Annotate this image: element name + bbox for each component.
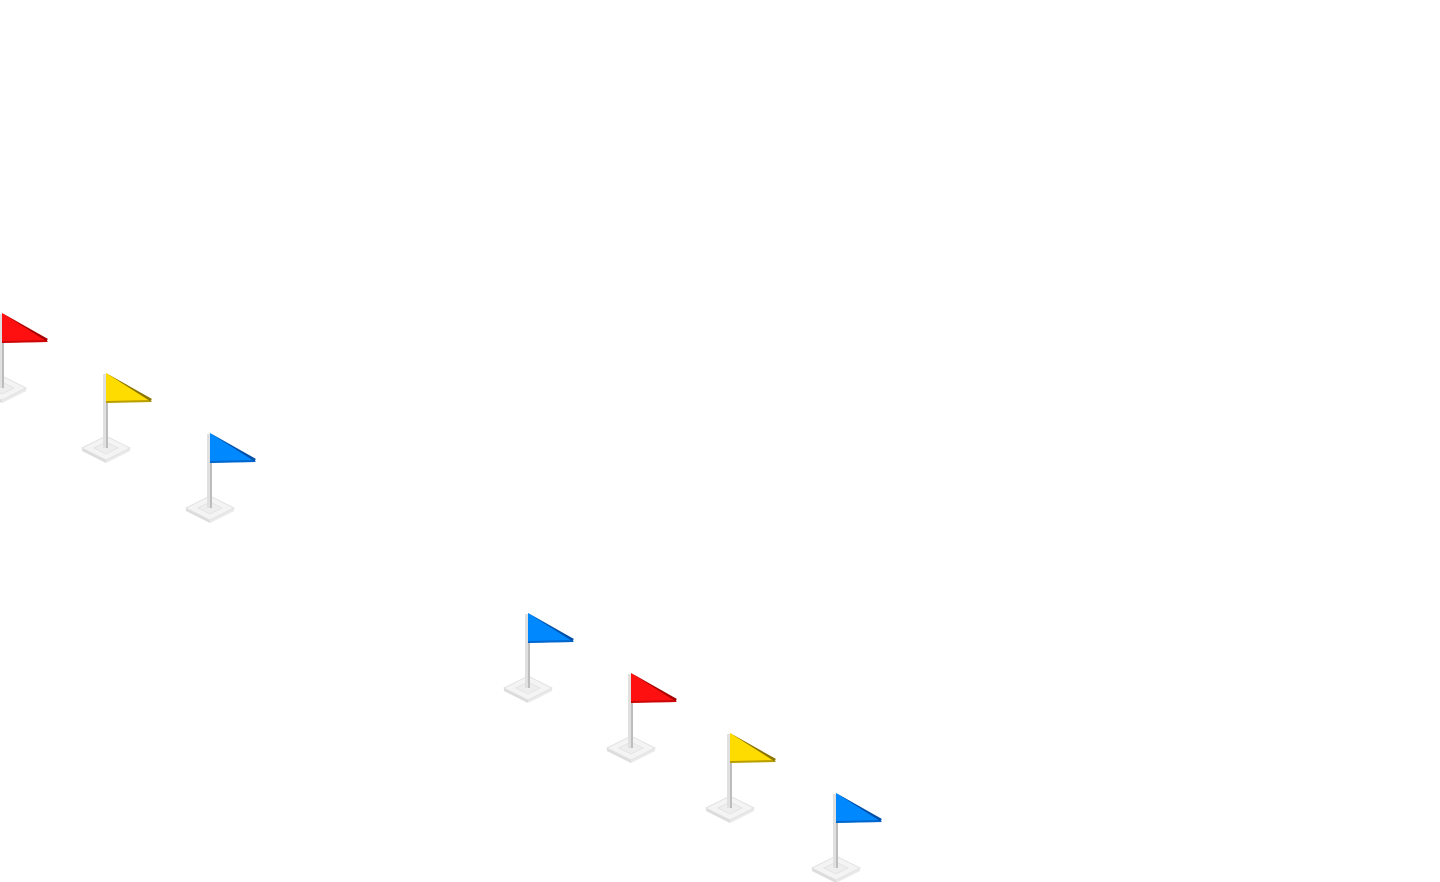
flag-icon (631, 673, 677, 703)
flag-icon (730, 733, 776, 763)
flag-icon (528, 613, 574, 643)
flag-icon (210, 433, 256, 463)
flag-pole (727, 734, 732, 808)
flag-pole (207, 434, 212, 508)
flag-icon (836, 793, 882, 823)
blue-flag-3 (810, 793, 882, 882)
blue-flag-2 (502, 613, 574, 703)
yellow-flag-2 (704, 733, 776, 823)
red-flag-2 (605, 673, 677, 763)
blue-flag-1 (184, 433, 256, 523)
flag-pole (103, 374, 108, 448)
flag-icon (2, 313, 48, 343)
flag-icon (106, 373, 152, 403)
flag-pole (525, 614, 530, 688)
flag-pole (833, 794, 838, 868)
flag-pole (628, 674, 633, 748)
red-flag-1 (0, 313, 48, 403)
flag-pole (0, 314, 4, 388)
yellow-flag-1 (80, 373, 152, 463)
